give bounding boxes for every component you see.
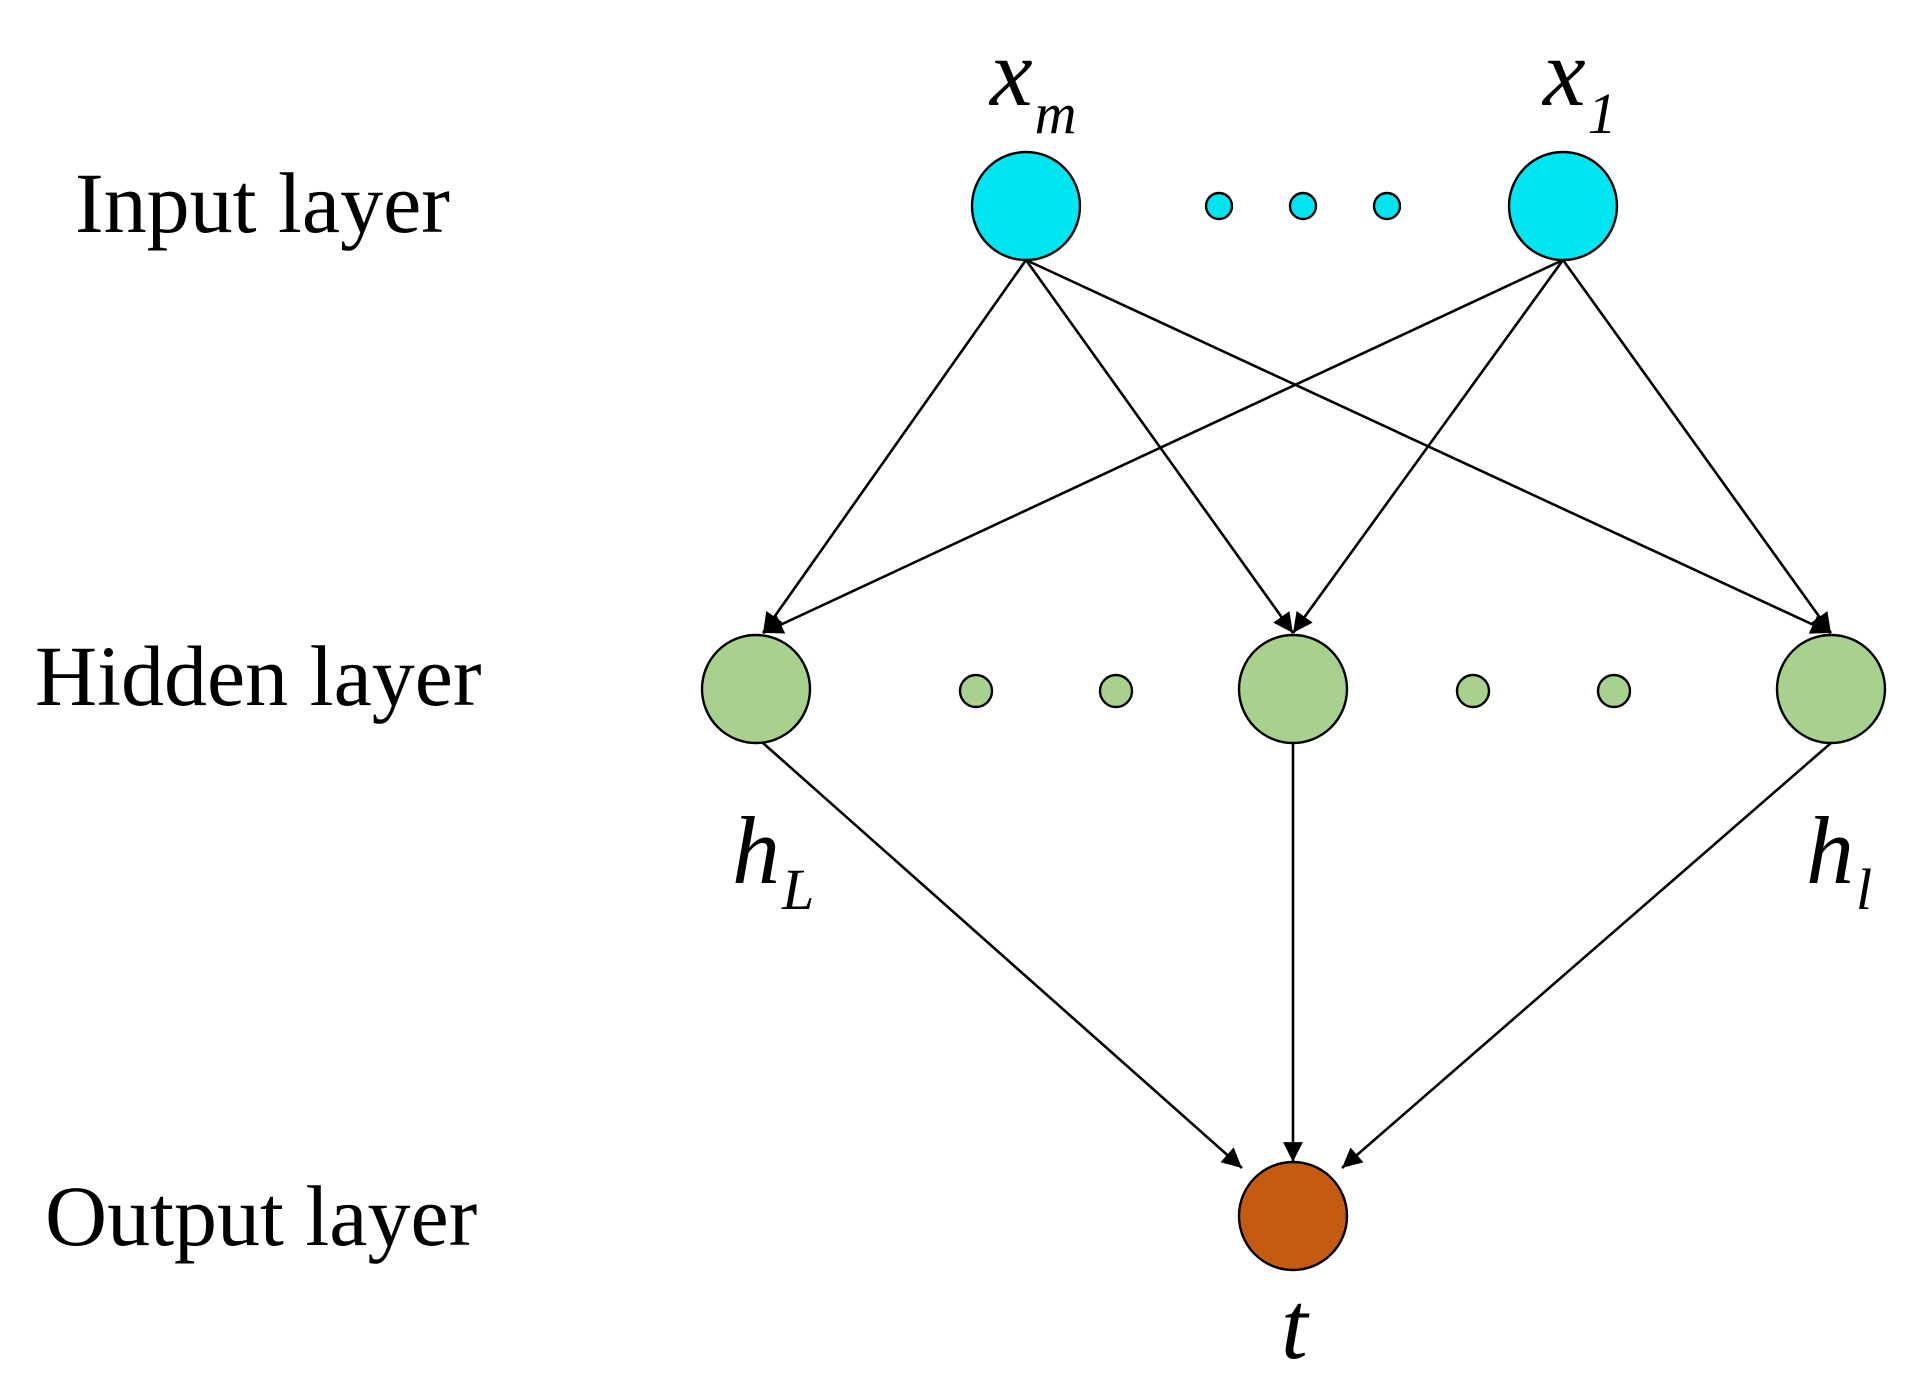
edge-x1-hmid — [1291, 259, 1565, 634]
hidden-node-middle — [1237, 633, 1349, 745]
label-x1: x1 — [1541, 19, 1617, 146]
hidden-ellipsis-dot — [1098, 673, 1134, 709]
input-layer-nodes — [970, 150, 1619, 262]
edge-xm-hmid — [1024, 259, 1295, 634]
hidden-node-h1 — [1775, 633, 1887, 745]
output-layer-label: Output layer — [45, 1168, 477, 1264]
input-hidden-edges — [761, 258, 1833, 635]
label-xm: xm — [988, 19, 1077, 146]
input-ellipsis-dot — [1288, 191, 1318, 221]
edge-x1-h1 — [1561, 259, 1833, 634]
edge-h1-t — [1341, 742, 1832, 1169]
hidden-node-hL — [700, 633, 812, 745]
input-node-xm — [970, 150, 1082, 262]
label-hL: hL — [732, 797, 814, 922]
hidden-ellipsis-dot — [958, 673, 994, 709]
input-layer-label: Input layer — [75, 155, 450, 251]
input-node-x1 — [1507, 150, 1619, 262]
edge-xm-hL — [761, 259, 1028, 634]
edge-hL-t — [762, 742, 1243, 1169]
hidden-layer-nodes — [700, 633, 1887, 745]
edge-x1-hL — [762, 258, 1564, 635]
hidden-ellipsis-dot — [1455, 673, 1491, 709]
hidden-layer-label: Hidden layer — [35, 628, 482, 724]
label-h1: hl — [1806, 797, 1872, 922]
hidden-ellipsis-dot — [1596, 673, 1632, 709]
input-ellipsis-dot — [1372, 191, 1402, 221]
output-node-t — [1237, 1160, 1349, 1272]
label-t: t — [1281, 1272, 1310, 1379]
input-ellipsis-dot — [1204, 191, 1234, 221]
hidden-output-edges — [762, 742, 1832, 1169]
